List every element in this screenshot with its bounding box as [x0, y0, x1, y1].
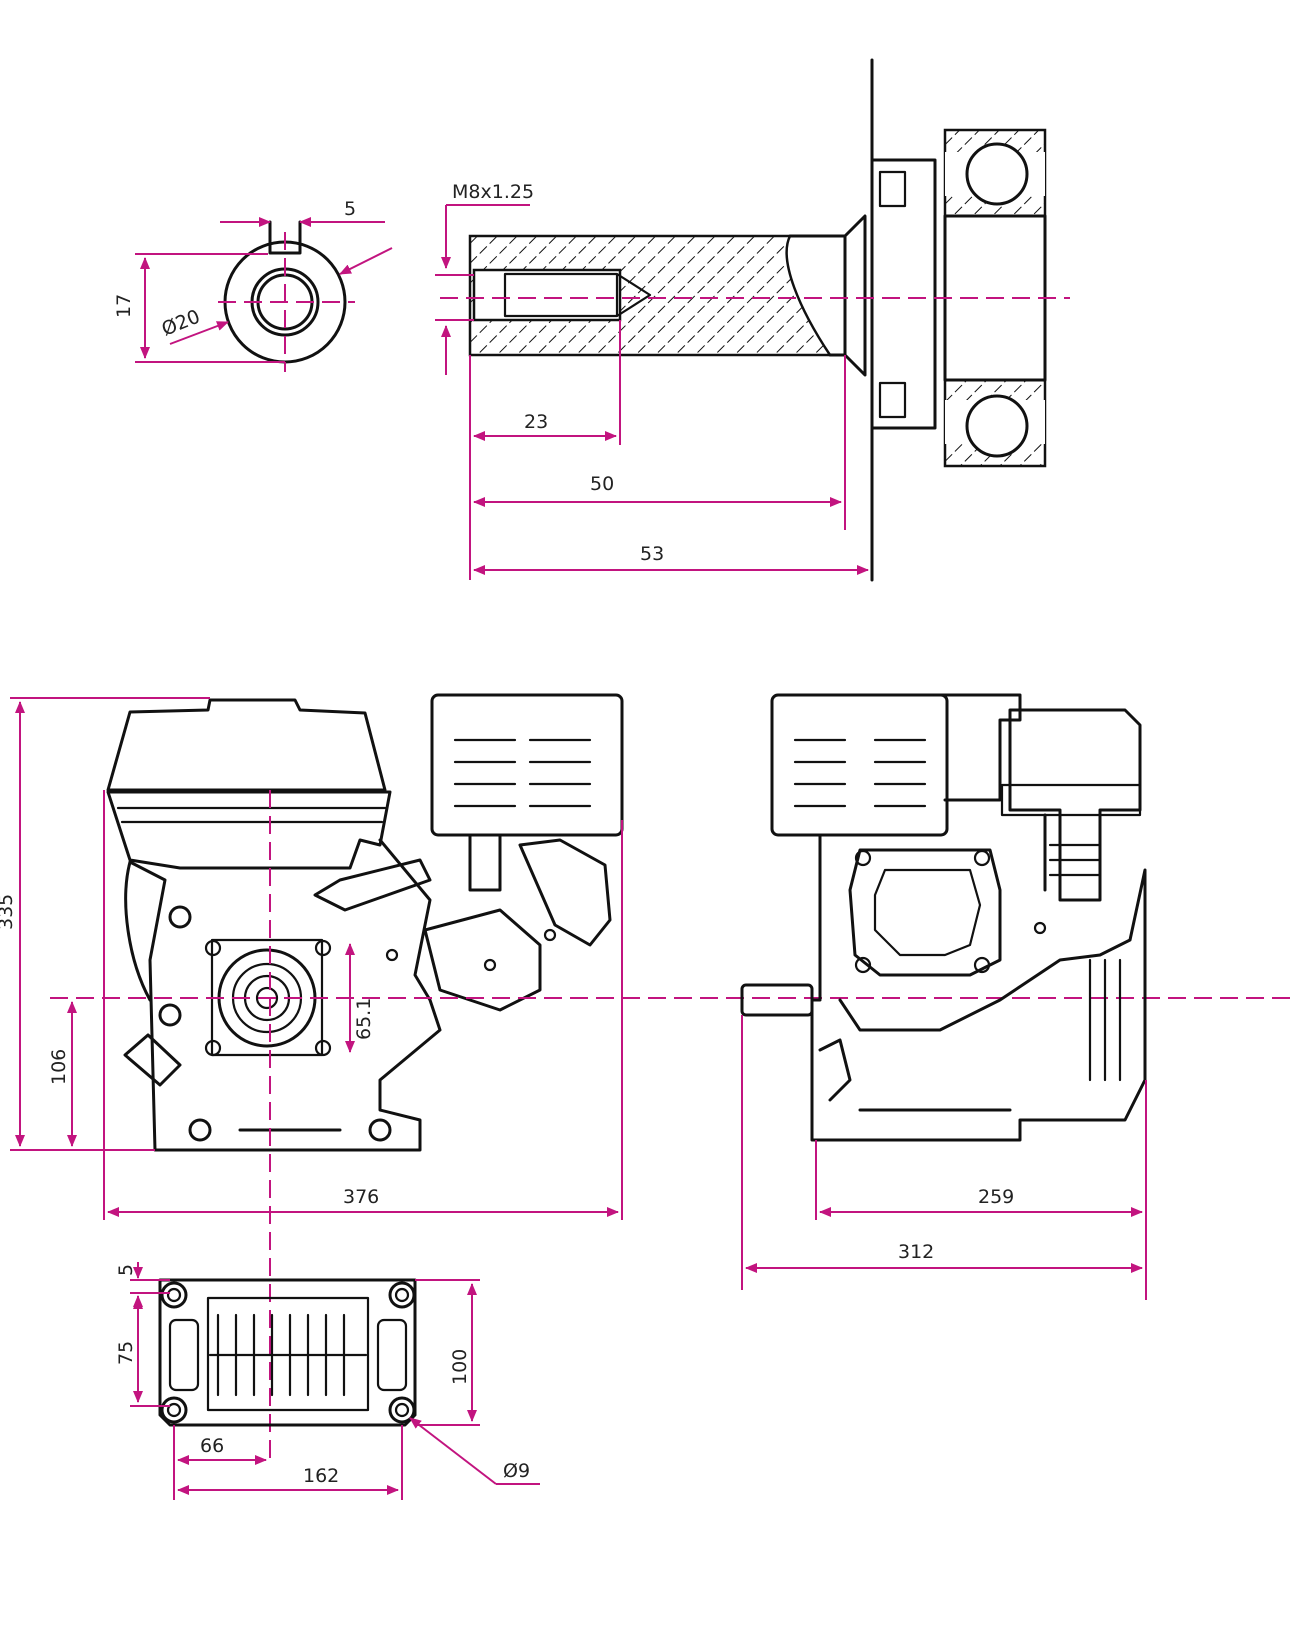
shaft-length-label: 50: [590, 473, 614, 495]
engine-block: [810, 833, 1147, 1142]
side-air-filter: [770, 693, 949, 837]
shaft-diameter-label: Ø20: [159, 306, 204, 341]
shaft-end-view: 5 17 Ø20: [113, 198, 393, 372]
base-ribs: [206, 1296, 370, 1412]
valve-cover: [848, 848, 1002, 977]
hole-diameter-label: Ø9: [503, 1460, 530, 1482]
total-height-label: 335: [0, 894, 17, 930]
air-filter: [430, 693, 624, 837]
hole-offset-label: 5: [115, 1264, 137, 1276]
engine-side-view: 259 312: [740, 693, 1147, 1300]
width-label: 376: [343, 1186, 379, 1208]
base-length-label: 259: [978, 1186, 1014, 1208]
base-depth-label: 100: [449, 1349, 471, 1385]
shaft-height-label: 106: [48, 1049, 70, 1085]
carburetor: [518, 838, 612, 947]
hole-spacing-h-label: 162: [303, 1465, 339, 1487]
engine-front-view: 335 106 65.1 376: [0, 693, 1290, 1460]
air-filter-vents: [453, 738, 592, 808]
thread-label: M8x1.25: [452, 181, 534, 203]
oil-drain: [123, 1033, 182, 1087]
key-width-label: 5: [344, 198, 356, 220]
hole-spacing-v-label: 75: [115, 1341, 137, 1365]
shaft-section-view: M8x1.25 23 50 53: [435, 58, 1070, 582]
engine-base-view: 5 75 100 66 162 Ø9: [115, 1262, 540, 1500]
flange-distance-label: 53: [640, 543, 664, 565]
base-hole: [160, 1281, 188, 1309]
keyway: [268, 220, 302, 255]
bolt-circle-label: 65.1: [353, 998, 375, 1040]
total-length-label: 312: [898, 1241, 934, 1263]
crankcase: [128, 838, 442, 1152]
mount-bolt: [168, 905, 192, 929]
recoil-starter: [1008, 708, 1142, 902]
side-output-shaft: [740, 983, 814, 1017]
key-height-label: 17: [113, 294, 135, 318]
thread-depth-label: 23: [524, 411, 548, 433]
center-offset-label: 66: [200, 1435, 224, 1457]
fuel-tank: [106, 698, 387, 792]
